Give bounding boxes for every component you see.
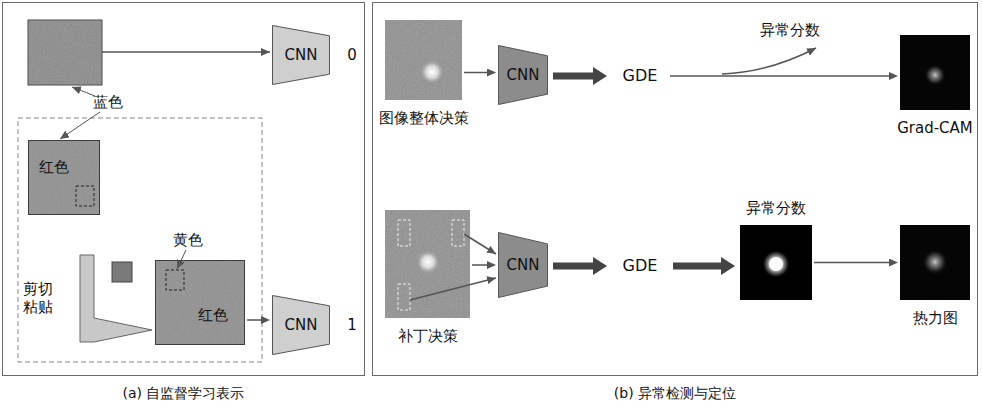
patch-image-fill — [385, 210, 470, 318]
image-caption: 图像整体决策 — [379, 109, 469, 127]
flow-arrow — [464, 72, 487, 74]
score-blob — [763, 251, 789, 277]
caption-holder: 图像整体决策 — [379, 108, 469, 127]
caption-holder: 异常分数 — [746, 198, 806, 217]
node-label: 红色 — [39, 158, 69, 176]
image-grain — [155, 260, 245, 345]
image-square-fill — [28, 140, 100, 215]
panel-caption: (a) 自监督学习表示 — [123, 385, 245, 401]
thick-flow-arrow — [553, 73, 593, 80]
cut-patch — [76, 186, 94, 206]
leader-line — [60, 112, 100, 139]
image-grain — [28, 140, 100, 215]
flow-arrow — [247, 319, 261, 321]
paste-patch — [166, 270, 184, 290]
node-label: CNN — [285, 316, 318, 334]
patch-box — [398, 284, 410, 310]
flow-arrow — [670, 75, 889, 77]
cnn-outline — [499, 233, 548, 298]
image-caption: 热力图 — [913, 309, 958, 327]
patch-image: 补丁决策 — [385, 210, 470, 318]
thick-flow-arrow — [553, 263, 593, 270]
cnn-outline — [273, 296, 330, 355]
score-arrow — [722, 48, 816, 74]
cnn-block: CNN — [272, 295, 330, 355]
node-label: GDE — [623, 66, 658, 85]
caption-holder: (a) 自监督学习表示 — [123, 383, 245, 402]
gradcam-fill — [900, 35, 970, 110]
caption-holder: Grad-CAM — [897, 118, 973, 137]
cnn-block: CNN — [498, 45, 548, 105]
image-square: 红色 — [28, 140, 100, 215]
score-map-fill — [740, 225, 812, 300]
heatmap-image: 热力图 — [900, 225, 970, 300]
node-label: CNN — [285, 46, 318, 64]
output-label: 0 — [347, 46, 357, 64]
heatmap-fill — [900, 225, 970, 300]
output-label: 1 — [347, 316, 357, 334]
image-grain — [385, 210, 470, 318]
input-image: 图像整体决策 — [385, 20, 462, 100]
image-square: 红色 — [155, 260, 245, 345]
cnn-outline — [273, 26, 330, 85]
input-arrow — [102, 51, 270, 53]
leader-line — [72, 87, 95, 96]
patch-arrow — [464, 234, 496, 254]
flow-arrow — [814, 262, 889, 264]
image-square-fill — [155, 260, 245, 345]
flow-arrow — [472, 264, 487, 266]
defect-spot — [420, 60, 444, 84]
gradcam-blob — [924, 64, 946, 86]
gradcam-image: Grad-CAM — [900, 35, 970, 110]
node-label: 红色 — [198, 306, 228, 324]
operation-label: 剪切 粘贴 — [21, 280, 55, 316]
node-label: CNN — [507, 256, 540, 274]
input-image-fill — [385, 20, 462, 100]
normal-image — [28, 20, 102, 85]
score-map: 异常分数 — [740, 225, 812, 300]
cnn-outline — [499, 46, 548, 105]
patch-box — [452, 220, 464, 246]
image-caption: 补丁决策 — [398, 327, 458, 345]
thick-flow-arrow — [673, 263, 721, 270]
node-label: GDE — [623, 256, 658, 275]
image-grain — [28, 20, 102, 85]
cnn-block: CNN — [272, 25, 330, 85]
panel-frame: (a) 自监督学习表示CNN红色红色CNN — [2, 2, 365, 376]
knife-symbol — [80, 255, 152, 342]
panel-frame: (b) 异常检测与定位图像整体决策CNNGDEGrad-CAM补丁决策CNNGD… — [372, 2, 978, 376]
score-label: 异常分数 — [760, 21, 820, 39]
cnn-block: CNN — [498, 232, 548, 298]
image-grain — [385, 20, 462, 100]
gde-block: GDE — [612, 252, 668, 280]
caption-holder: 热力图 — [913, 308, 958, 327]
gde-block: GDE — [612, 62, 668, 90]
patch-box — [398, 220, 410, 246]
caption-holder: (b) 异常检测与定位 — [614, 383, 736, 402]
color-label: 黄色 — [173, 231, 203, 249]
image-caption: Grad-CAM — [897, 119, 973, 137]
score-blob — [769, 257, 783, 271]
node-label: CNN — [507, 66, 540, 84]
patch-sample — [112, 262, 132, 282]
defect-spot — [416, 250, 440, 274]
color-label: 蓝色 — [93, 93, 123, 111]
caption-holder: 补丁决策 — [398, 326, 458, 345]
augment-region — [18, 118, 262, 362]
panel-caption: (b) 异常检测与定位 — [614, 385, 736, 401]
image-caption: 异常分数 — [746, 199, 806, 217]
patch-arrow — [410, 278, 496, 300]
heatmap-blob — [922, 249, 948, 275]
